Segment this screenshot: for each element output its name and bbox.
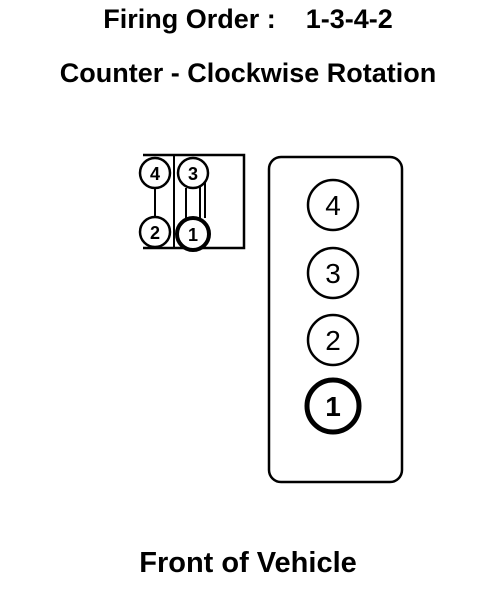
cylinder-label: 2 [325, 325, 341, 356]
cap-terminal: 4 [138, 156, 172, 190]
cylinder: 3 [306, 246, 360, 300]
cylinder-label: 3 [325, 258, 341, 289]
cap-terminal: 3 [176, 156, 210, 190]
rotation-heading: Counter - Clockwise Rotation [59, 58, 437, 88]
engine-block: 4 3 2 1 [267, 155, 404, 484]
cap-terminal-label: 3 [188, 164, 198, 184]
cylinder: 2 [306, 313, 360, 367]
cylinder-label: 1 [325, 391, 341, 422]
cap-terminal: 1 [175, 216, 211, 252]
cylinder-label: 4 [325, 190, 341, 221]
cylinder: 1 [304, 377, 362, 435]
cylinder: 4 [306, 178, 360, 232]
front-of-vehicle-label: Front of Vehicle [139, 547, 357, 579]
firing-order-value: 1-3-4-2 [305, 4, 393, 34]
cap-terminal-label: 4 [150, 164, 160, 184]
firing-order-label: Firing Order : [103, 4, 276, 34]
firing-order-heading: Firing Order : 1-3-4-2 [0, 4, 496, 35]
cap-terminal-label: 2 [150, 223, 160, 243]
cap-terminal: 2 [138, 215, 172, 249]
cap-terminal-label: 1 [188, 225, 198, 245]
distributor-cap: 4 3 2 1 [138, 153, 246, 252]
